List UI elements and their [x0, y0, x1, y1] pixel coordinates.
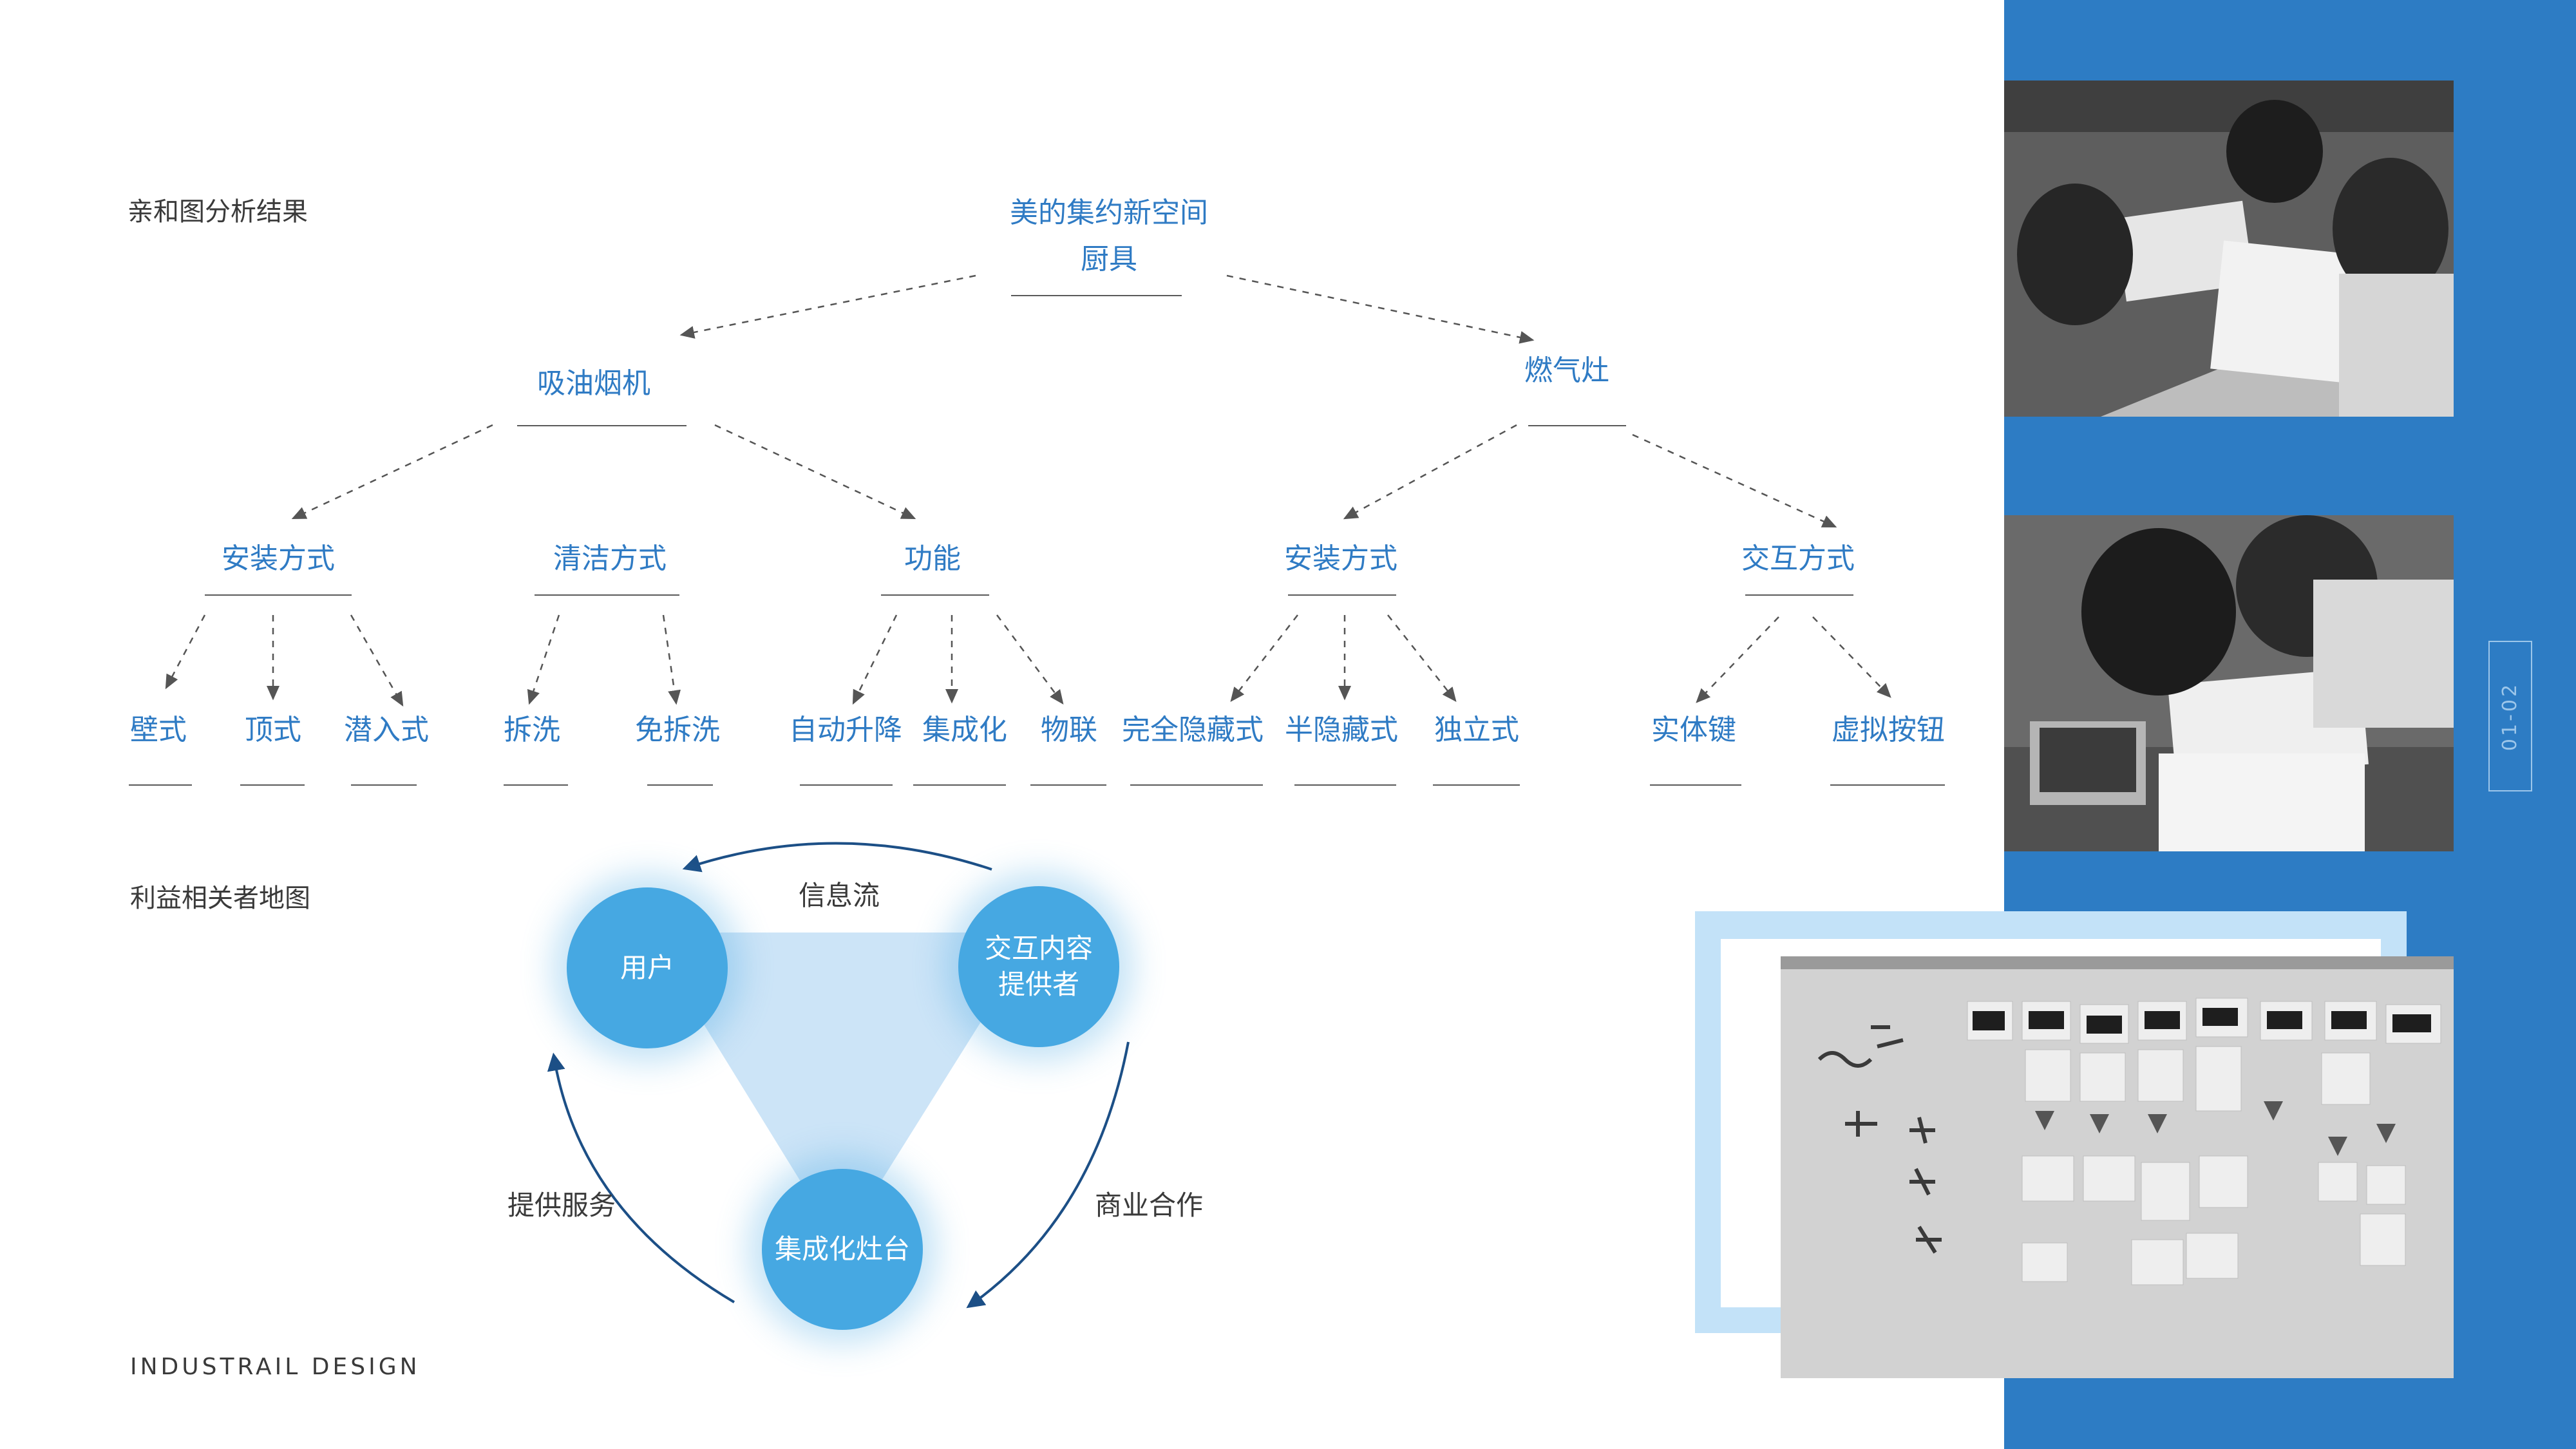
- affinity-leaf-fully-hidden: 完全隐藏式: [1122, 714, 1264, 746]
- photo-team-discussion: [2004, 80, 2454, 417]
- service-flow-arrow: [547, 1052, 735, 1303]
- affinity-leaf-underline: [1830, 784, 1945, 786]
- photo-reading-materials-image: [2004, 515, 2454, 851]
- affinity-underline-gas-stove: [1528, 425, 1626, 426]
- business-flow-arrow: [966, 1041, 1130, 1309]
- connector-fully-hidden: [1230, 614, 1298, 702]
- affinity-leaf-underline: [913, 784, 1006, 786]
- affinity-node-range-hood: 吸油烟机: [537, 367, 650, 400]
- page-number-tag: 01-02: [2488, 641, 2532, 791]
- affinity-leaf-underline: [1433, 784, 1520, 786]
- connector-embedded: [350, 614, 404, 707]
- affinity-root-node: 美的集约新空间 厨具: [1010, 190, 1208, 283]
- photo-team-discussion-image: [2004, 80, 2454, 417]
- affinity-root-underline: [1011, 295, 1182, 296]
- stakeholder-graphics: [547, 842, 1130, 1309]
- affinity-leaf-underline: [240, 784, 305, 786]
- connector-virtual-button: [1812, 616, 1891, 698]
- affinity-leaf-integrated: 集成化: [922, 714, 1007, 746]
- affinity-leaf-underline: [351, 784, 417, 786]
- affinity-leaf-disassemble: 拆洗: [504, 714, 560, 746]
- photo-reading-materials: [2004, 515, 2454, 851]
- node-user: 用户: [567, 887, 728, 1048]
- connector-no-disassemble: [662, 614, 681, 705]
- affinity-leaf-underline: [1650, 784, 1741, 786]
- node-user-label: 用户: [620, 952, 674, 983]
- affinity-node-hood-install: 安装方式: [222, 542, 335, 575]
- affinity-leaf-standalone: 独立式: [1434, 714, 1519, 746]
- affinity-underline-function: [881, 594, 989, 596]
- connector-hood-function: [714, 424, 916, 520]
- affinity-leaf-underline: [1294, 784, 1396, 786]
- node-stove-label: 集成化灶台: [774, 1233, 910, 1265]
- connector-standalone: [1387, 614, 1457, 702]
- affinity-leaf-top: 顶式: [245, 714, 301, 746]
- node-content-provider: 交互内容 提供者: [958, 886, 1119, 1047]
- affinity-leaf-underline: [800, 784, 893, 786]
- node-provider-line2: 提供者: [998, 969, 1079, 1000]
- affinity-leaf-embedded: 潜入式: [344, 714, 429, 746]
- affinity-underline-cleaning: [535, 594, 679, 596]
- photo-user-journey-map: [1781, 956, 2454, 1378]
- affinity-underline-range-hood: [517, 425, 687, 426]
- connector-disassemble: [527, 614, 560, 705]
- connector-iot: [996, 614, 1064, 705]
- connector-stove-interaction: [1632, 433, 1837, 528]
- affinity-leaf-underline: [1130, 784, 1263, 786]
- affinity-underline-interaction: [1745, 594, 1853, 596]
- affinity-underline-stove-install: [1288, 594, 1396, 596]
- node-provider-line1: 交互内容: [984, 933, 1093, 964]
- affinity-leaf-half-hidden: 半隐藏式: [1285, 714, 1398, 746]
- affinity-connectors: [165, 274, 1891, 707]
- affinity-leaf-wall: 壁式: [130, 714, 187, 746]
- affinity-leaf-auto-lift: 自动升降: [789, 714, 902, 746]
- connector-root-stove: [1226, 274, 1535, 344]
- footer-brand: INDUSTRAIL DESIGN: [130, 1354, 421, 1380]
- affinity-node-function: 功能: [904, 542, 961, 575]
- photo-user-journey-map-image: [1781, 956, 2454, 1378]
- affinity-node-cleaning: 清洁方式: [553, 542, 667, 575]
- affinity-underline-hood-install: [205, 594, 352, 596]
- affinity-leaf-underline: [1030, 784, 1106, 786]
- affinity-leaf-virtual-button: 虚拟按钮: [1832, 714, 1945, 746]
- affinity-leaf-no-disassemble: 免拆洗: [635, 714, 720, 746]
- affinity-leaf-underline: [647, 784, 713, 786]
- info-flow-label: 信息流: [799, 880, 880, 911]
- affinity-leaf-physical-key: 实体键: [1651, 714, 1736, 746]
- connector-root-hood: [679, 274, 976, 339]
- affinity-node-stove-install: 安装方式: [1284, 542, 1397, 575]
- affinity-root-line2: 厨具: [1081, 243, 1137, 276]
- info-flow-arrow: [682, 842, 992, 873]
- affinity-node-gas-stove: 燃气灶: [1524, 354, 1609, 387]
- stakeholder-triangle: [647, 933, 1037, 1246]
- connector-auto-lift: [852, 614, 898, 705]
- business-flow-label: 商业合作: [1095, 1189, 1204, 1221]
- service-flow-label: 提供服务: [507, 1189, 616, 1221]
- affinity-leaf-underline: [504, 784, 568, 786]
- affinity-section-title: 亲和图分析结果: [128, 197, 308, 227]
- affinity-leaf-underline: [129, 784, 192, 786]
- connector-wall: [165, 614, 206, 690]
- node-integrated-stove: 集成化灶台: [762, 1169, 923, 1330]
- stakeholder-section-title: 利益相关者地图: [130, 884, 310, 913]
- affinity-root-line1: 美的集约新空间: [1010, 196, 1208, 229]
- connector-hood-install: [291, 424, 493, 520]
- page-number: 01-02: [2499, 681, 2522, 751]
- affinity-node-interaction: 交互方式: [1741, 542, 1855, 575]
- affinity-leaf-iot: 物联: [1041, 714, 1097, 746]
